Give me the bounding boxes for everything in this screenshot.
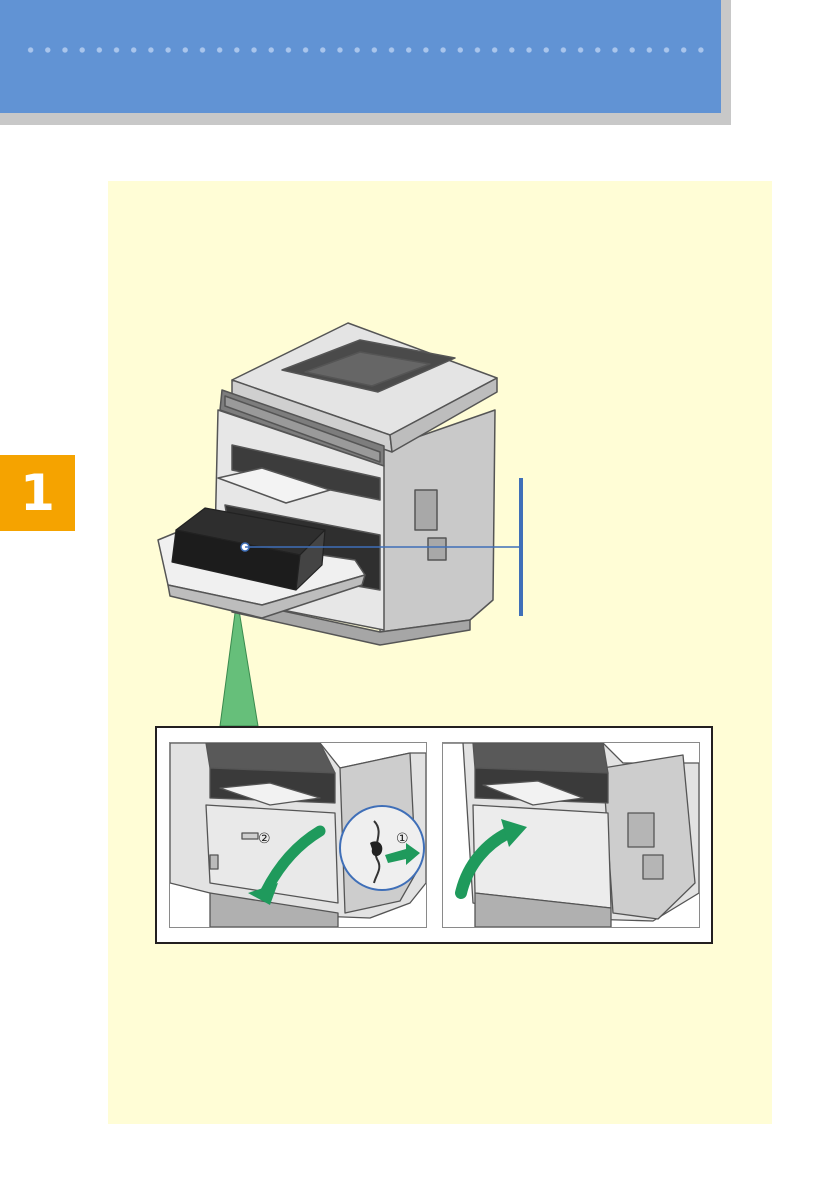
step-1-marker: ① xyxy=(396,831,409,847)
detail-panel-close-cover xyxy=(442,742,700,928)
detail-panel-open-cover: ② ① xyxy=(169,742,427,928)
close-cover-illustration xyxy=(443,743,699,927)
detail-frame: ② ① xyxy=(155,726,713,944)
open-cover-illustration: ② ① xyxy=(170,743,426,927)
step-2-marker: ② xyxy=(258,831,271,847)
callout-bracket xyxy=(519,478,523,616)
